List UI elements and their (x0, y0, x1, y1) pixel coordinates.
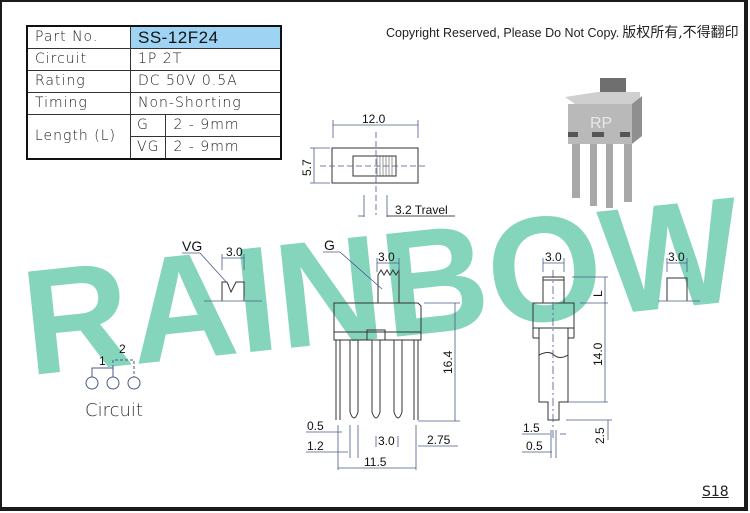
side-pin-width-dim: 1.5 (523, 421, 540, 435)
circuit-caption: Circuit (85, 400, 143, 421)
pin-width-dim: 1.2 (307, 439, 324, 453)
top-view (310, 120, 455, 217)
circuit-label: Circuit (26, 48, 131, 71)
vg-label: VG (182, 238, 202, 254)
spec-row-length-vg: VG 2 - 9mm (27, 136, 282, 160)
copyright-cn: 版权所有,不得翻印 (622, 25, 739, 41)
product-photo: RP (565, 78, 642, 208)
timing-label: Timing (26, 92, 131, 115)
pin-pitch-dim: 3.0 (378, 434, 395, 448)
vg-dim: 3.0 (226, 245, 243, 259)
circuit-pin-1: 1 (99, 354, 106, 368)
side-view (522, 258, 612, 458)
spec-row-circuit: Circuit 1P 2T (26, 48, 282, 71)
edge-offset-dim: 2.75 (427, 433, 451, 447)
front-actuator-dim: 3.0 (378, 250, 395, 264)
side-pin-length-dim: 2.5 (593, 427, 607, 444)
g-detail (658, 258, 700, 302)
length-vg-value: 2 - 9mm (165, 136, 282, 160)
g-label: G (324, 237, 335, 253)
front-height-dim: 16.4 (441, 350, 455, 374)
spec-row-timing: Timing Non-Shorting (26, 92, 282, 115)
pin-thickness-dim: 0.5 (307, 419, 324, 433)
total-span-dim: 11.5 (364, 455, 387, 469)
length-l-label: L (591, 290, 605, 297)
circuit-value: 1P 2T (130, 48, 282, 71)
spec-row-length-g: Length (L) G 2 - 9mm (26, 114, 282, 160)
rating-value: DC 50V 0.5A (130, 70, 282, 93)
spec-table: Part No. SS-12F24 Circuit 1P 2T Rating D… (26, 25, 283, 160)
side-actuator-dim: 3.0 (545, 250, 562, 264)
g-detail-dim: 3.0 (668, 250, 685, 264)
part-no-label: Part No. (26, 25, 131, 49)
top-width-dim: 12.0 (362, 112, 386, 126)
spec-row-rating: Rating DC 50V 0.5A (26, 70, 282, 93)
svg-text:RAINBOW: RAINBOW (15, 165, 749, 407)
length-g-value: 2 - 9mm (165, 114, 282, 137)
front-view (306, 251, 460, 470)
rating-label: Rating (26, 70, 131, 93)
length-g-type: G (129, 114, 167, 137)
travel-label: 3.2 Travel (395, 203, 448, 217)
circuit-diagram (85, 359, 141, 390)
rp-marking: RP (590, 115, 612, 132)
copyright-en: Copyright Reserved, Please Do Not Copy. (386, 26, 620, 40)
rainbow-watermark: RAINBOW (15, 165, 749, 407)
circuit-pin-2: 2 (119, 342, 126, 356)
part-no-value: SS-12F24 (130, 25, 282, 49)
timing-value: Non-Shorting (130, 92, 282, 115)
side-pin-thickness-dim: 0.5 (526, 439, 543, 453)
page-number: S18 (702, 484, 729, 500)
vg-detail (182, 252, 262, 302)
length-vg-type: VG (129, 136, 167, 160)
side-height-dim: 14.0 (591, 342, 605, 366)
copyright-notice: Copyright Reserved, Please Do Not Copy.版… (386, 22, 739, 42)
spec-row-part-no: Part No. SS-12F24 (26, 25, 282, 49)
length-label: Length (L) (26, 114, 131, 160)
top-height-dim: 5.7 (300, 159, 314, 176)
